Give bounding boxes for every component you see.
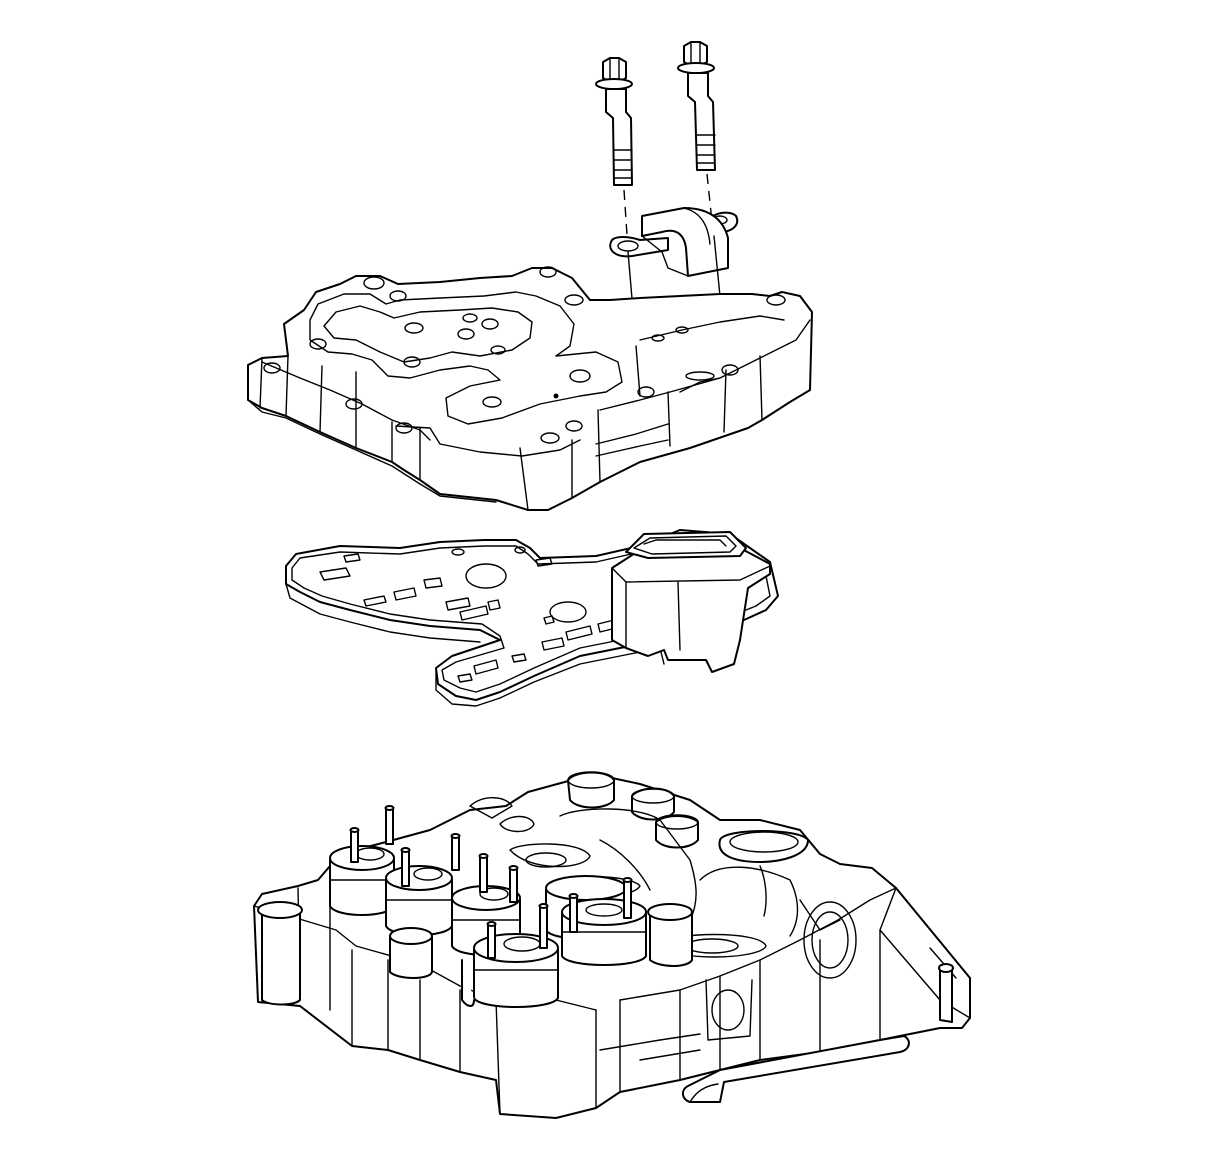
solenoid-terminal-pins [349,805,633,959]
spacer-plate [285,529,779,707]
bolt-left [595,57,633,186]
bolt-right [677,41,716,171]
upper-valve-body [247,266,813,511]
lower-valve-body [253,771,971,1119]
wiring-clip-bracket [609,207,739,277]
